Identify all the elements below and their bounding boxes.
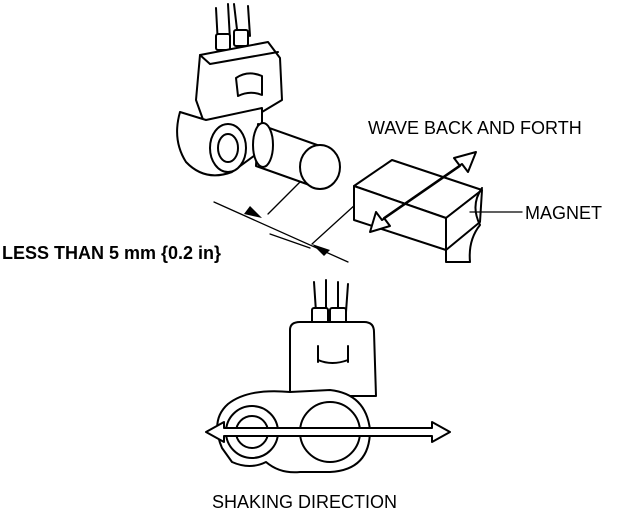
magnet bbox=[353, 159, 483, 263]
gap-label: LESS THAN 5 mm {0.2 in} bbox=[2, 243, 221, 263]
wave-label: WAVE BACK AND FORTH bbox=[368, 118, 582, 138]
shaking-label: SHAKING DIRECTION bbox=[212, 492, 397, 512]
shaking-arrow-icon bbox=[205, 421, 451, 443]
gap-dimension bbox=[213, 181, 357, 263]
sensor-bottom-view bbox=[216, 279, 377, 474]
wave-arrow-icon bbox=[369, 151, 477, 233]
magnet-label: MAGNET bbox=[525, 203, 602, 223]
sensor-top-view bbox=[176, 3, 341, 190]
